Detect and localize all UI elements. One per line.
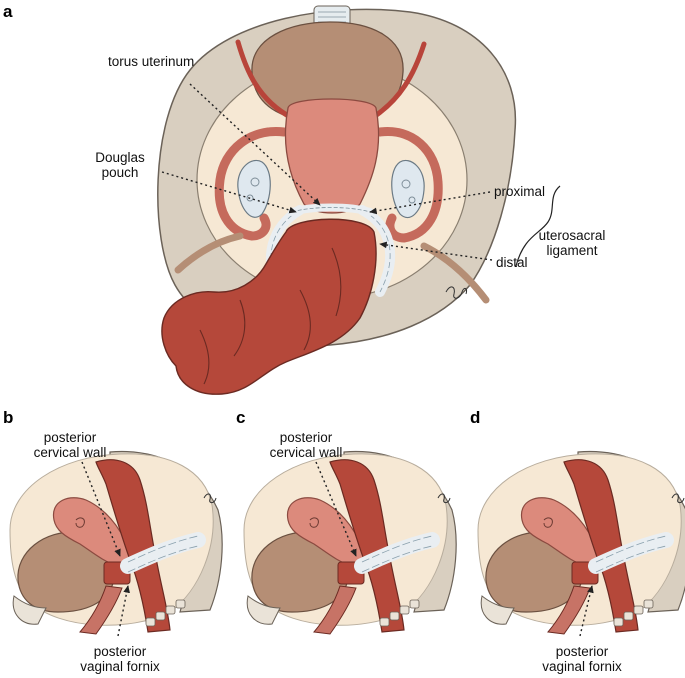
b-label-fornix-line1: posterior [93,644,147,659]
rectum [563,459,639,633]
left-round-ligament [235,39,295,121]
right-fallopian-tube [375,127,443,243]
d-label-fornix-line2: vaginal fornix [542,659,622,674]
artist-signature [671,493,685,504]
proximal-leader [369,191,491,215]
d-label-posterior-vaginal-fornix: posterior vaginal fornix [532,644,632,674]
ligament-fiber-2 [595,545,667,573]
panel-d-letter: d [470,408,481,427]
left-ovary [237,159,271,218]
panel-c-letter: c [236,408,246,427]
coccyx-segment [623,611,634,621]
label-uterosacral-ligament: uterosacral ligament [524,228,620,258]
b-label-posterior-cervical-wall: posterior cervical wall [20,430,120,460]
coccyx-segment [399,605,410,615]
label-douglas-pouch: Douglas pouch [82,150,158,180]
right-round-ligament [369,41,427,121]
label-uterosacral-line1: uterosacral [538,228,606,243]
vagina [547,585,591,635]
rectum [329,459,405,633]
b-label-cervical-line1: posterior [43,430,97,445]
b-vaginal-fornix-leader [117,585,130,637]
ligament-fiber-1 [127,535,199,563]
ovary-marker [543,517,553,528]
label-uterosacral-line2: ligament [546,243,598,258]
rectum [95,459,171,633]
vagina [79,585,123,635]
coccyx-segment [633,605,644,615]
uterosacral-ligament [588,532,674,574]
uterosacral-ligament [354,532,440,574]
coccyx-segment [165,605,176,615]
uterosacral-brace [515,185,561,267]
coccyx-segment [145,617,156,627]
panel-a-letter: a [3,2,13,21]
ovary-marker [309,517,319,528]
b-label-posterior-vaginal-fornix: posterior vaginal fornix [70,644,170,674]
label-proximal: proximal [494,184,546,199]
label-douglas-pouch-line1: Douglas [95,150,145,165]
pubic-bone [480,595,515,625]
vagina [313,585,357,635]
d-label-fornix-line1: posterior [555,644,609,659]
coccyx-segment [613,617,624,627]
ligament-fiber-2 [127,545,199,573]
panel-b-illustration [9,450,223,635]
coccyx-segment [389,611,400,621]
douglas-pouch-leader [161,171,297,214]
label-torus-uterinum: torus uterinum [108,54,195,69]
b-cervical-wall-leader [81,461,121,557]
uterosacral-ligament [120,532,206,574]
coccyx-segment [409,599,420,609]
panel-b-letter: b [3,408,14,427]
c-label-cervical-line2: cervical wall [269,445,343,460]
ovary-marker [75,517,85,528]
label-douglas-pouch-line2: pouch [101,165,139,180]
coccyx-segment [379,617,390,627]
artist-signature [445,286,467,299]
panel-d-illustration [477,450,685,635]
c-cervical-wall-leader [315,461,357,557]
right-ovary [391,159,425,219]
panel-c-illustration [243,450,457,635]
ligament-fiber-1 [595,535,667,563]
c-label-cervical-line1: posterior [279,430,333,445]
coccyx-segment [175,599,186,609]
distal-leader [379,241,493,261]
rectum-sigmoid [161,218,377,395]
coccyx-segment [155,611,166,621]
uterus [284,98,380,214]
ligament-fiber-2 [361,545,433,573]
d-vaginal-fornix-leader [579,585,594,637]
c-label-posterior-cervical-wall: posterior cervical wall [256,430,356,460]
ligament-fiber-1 [361,535,433,563]
artist-signature [203,493,217,504]
b-label-fornix-line2: vaginal fornix [80,659,160,674]
left-fallopian-tube [214,127,289,241]
label-distal: distal [496,255,528,270]
pubic-bone [246,595,281,625]
pubic-bone [12,595,47,625]
panel-a-illustration [157,5,517,395]
artist-signature [437,493,451,504]
b-label-cervical-line2: cervical wall [33,445,107,460]
coccyx-segment [643,599,654,609]
